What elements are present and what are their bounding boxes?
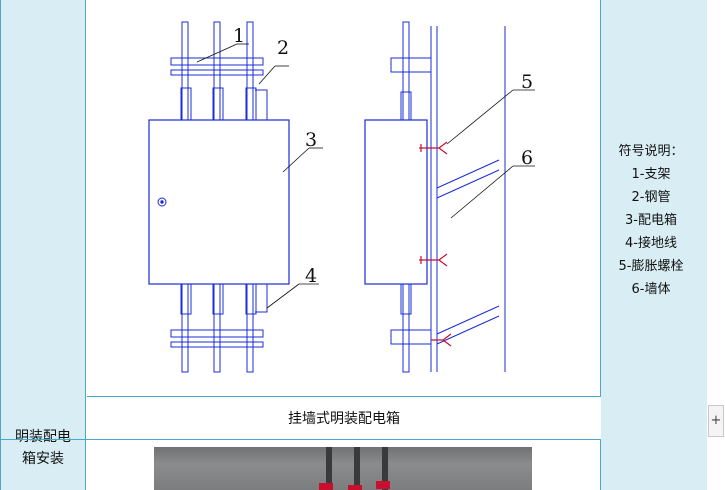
wall-hatch <box>436 315 500 345</box>
legend-item: 6-墙体 <box>631 282 671 297</box>
installation-photo <box>154 447 532 490</box>
distribution-box-drawing: 1 2 3 4 5 6 <box>148 21 535 373</box>
plus-icon: + <box>710 413 722 428</box>
side-steel-pipe <box>400 283 412 315</box>
front-bracket-bar <box>170 341 264 348</box>
front-distribution-box <box>148 119 290 285</box>
expansion-bolt-icon <box>419 141 448 155</box>
leader-line <box>446 89 514 145</box>
legend-cell <box>601 0 707 490</box>
callout-label: 3 <box>305 129 317 151</box>
side-bracket-post <box>402 21 410 121</box>
expansion-bolt-icon <box>431 333 452 347</box>
callout-label: 1 <box>233 25 245 47</box>
box-lock-dot <box>160 200 164 204</box>
legend-title: 符号说明： <box>618 144 684 159</box>
zoom-in-button[interactable]: + <box>708 405 724 437</box>
front-bracket-post <box>181 283 189 373</box>
side-bracket-plate <box>390 329 432 345</box>
leader-line <box>450 165 514 219</box>
leader-line <box>266 283 300 309</box>
front-bracket-bar <box>170 57 264 66</box>
row-header-label: 明装配电 箱安装 <box>15 429 71 467</box>
box-lock-icon <box>157 197 167 207</box>
legend-item: 3-配电箱 <box>625 213 677 228</box>
drawing-cell <box>86 0 601 490</box>
ground-wire <box>255 284 268 313</box>
legend-item: 1-支架 <box>631 167 671 182</box>
photo-pipe <box>354 447 360 490</box>
front-view <box>148 21 290 373</box>
row-divider <box>87 396 601 397</box>
leader-lines <box>196 43 535 309</box>
wall-hatch <box>436 169 500 199</box>
side-view <box>364 21 506 373</box>
callout-labels: 1 2 3 4 5 6 <box>233 25 533 287</box>
row-header-cell <box>0 0 86 490</box>
drawing-caption: 挂墙式明装配电箱 <box>87 397 601 439</box>
front-bracket-bar <box>170 69 264 76</box>
legend-item: 5-膨胀螺栓 <box>618 259 684 274</box>
front-bracket-post <box>181 21 189 121</box>
photo-clamp <box>319 483 333 490</box>
leader-line <box>258 65 276 85</box>
side-distribution-box <box>364 119 428 285</box>
callout-label: 6 <box>521 147 533 169</box>
expansion-bolts <box>419 141 452 347</box>
expansion-bolt-icon <box>419 253 448 267</box>
legend-item: 4-接地线 <box>625 236 677 251</box>
callout-label: 2 <box>277 37 289 59</box>
photo-clamp <box>348 485 362 490</box>
wall-hatch <box>436 159 500 189</box>
front-bracket-post <box>246 283 254 373</box>
photo-clamp <box>376 481 390 489</box>
photo-pipe <box>382 447 388 490</box>
front-bracket-post <box>213 21 221 121</box>
row-divider <box>0 439 601 440</box>
ground-wire <box>255 89 268 120</box>
photo-pipe <box>326 447 332 490</box>
side-bracket-plate <box>390 57 432 73</box>
leader-line <box>196 43 238 63</box>
leader-line <box>282 147 310 173</box>
front-bracket-post <box>213 283 221 373</box>
symbol-legend: 符号说明： 1-支架 2-钢管 3-配电箱 4-接地线 5-膨胀螺栓 6-墙体 <box>603 140 699 301</box>
callout-label: 4 <box>305 265 317 287</box>
legend-item: 2-钢管 <box>631 190 671 205</box>
callout-label: 5 <box>521 71 533 93</box>
wall-hatch <box>436 305 500 335</box>
side-bracket-post <box>402 283 410 373</box>
front-bracket-bar <box>170 329 264 338</box>
front-bracket-post <box>246 21 254 121</box>
